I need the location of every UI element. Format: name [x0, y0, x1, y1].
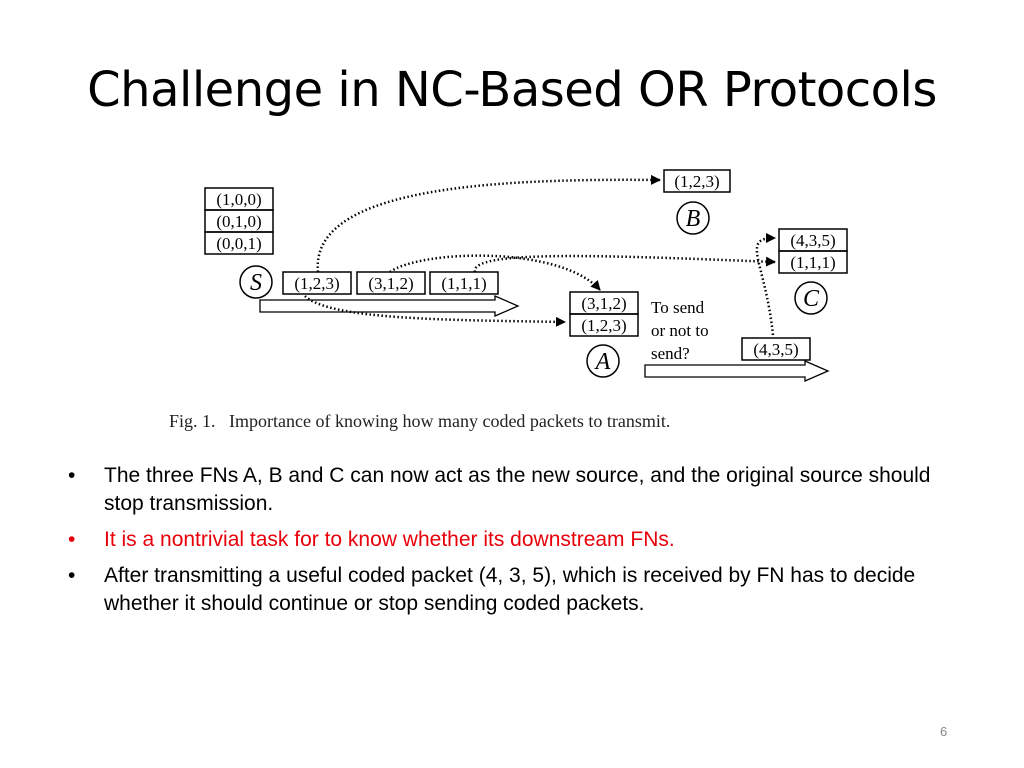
curve-to-a-bottom — [304, 295, 566, 327]
a-sent-packet-label: (4,3,5) — [753, 340, 798, 359]
bullet-text: It is a nontrivial task for to know whet… — [104, 528, 675, 551]
node-c-packet-1: (4,3,5) — [790, 231, 835, 250]
source-transmit-arrow — [259, 295, 520, 317]
node-s-label: S — [250, 270, 262, 296]
sent-packet-3: (1,1,1) — [441, 274, 486, 293]
bullet-item: • After transmitting a useful coded packe… — [68, 562, 968, 618]
curve-to-c — [473, 254, 776, 273]
a-transmit-arrow — [644, 360, 830, 382]
page-number: 6 — [940, 724, 948, 739]
bullet-text: After transmitting a useful coded packet… — [104, 564, 916, 615]
node-b-label: B — [686, 206, 701, 232]
sent-packets-row: (1,2,3) (3,1,2) (1,1,1) — [282, 271, 499, 295]
node-b: (1,2,3) B — [663, 169, 731, 235]
node-c-packet-2: (1,1,1) — [790, 253, 835, 272]
figure-caption: Fig. 1. Importance of knowing how many c… — [169, 411, 670, 431]
node-a-label: A — [594, 349, 611, 375]
bullet-list: • The three FNs A, B and C can now act as… — [68, 462, 968, 626]
bullet-text: The three FNs A, B and C can now act as … — [104, 464, 931, 515]
node-c: (4,3,5) (1,1,1) C — [778, 228, 848, 315]
question-line-3: send? — [651, 344, 690, 363]
source-vector-3: (0,0,1) — [216, 234, 261, 253]
curve-to-b — [316, 174, 661, 273]
sent-packet-1: (1,2,3) — [294, 274, 339, 293]
question-line-2: or not to — [651, 321, 709, 340]
source-vector-stack: (1,0,0) (0,1,0) (0,0,1) — [204, 187, 274, 255]
bullet-dot: • — [68, 528, 76, 551]
curve-a-to-c — [755, 233, 776, 336]
node-a-packet-1: (3,1,2) — [581, 294, 626, 313]
node-b-packet: (1,2,3) — [674, 172, 719, 191]
a-sent-packet: (4,3,5) — [741, 337, 811, 361]
node-a-packet-2: (1,2,3) — [581, 316, 626, 335]
bullet-item: • The three FNs A, B and C can now act as… — [68, 462, 968, 518]
source-vector-2: (0,1,0) — [216, 212, 261, 231]
node-s: S — [239, 265, 273, 299]
sent-packet-2: (3,1,2) — [368, 274, 413, 293]
question-text: To send or not to send? — [651, 298, 709, 363]
source-vector-1: (1,0,0) — [216, 190, 261, 209]
slide-title: Challenge in NC-Based OR Protocols — [87, 62, 937, 118]
bullet-item-highlight: • It is a nontrivial task for to know whe… — [68, 526, 968, 554]
node-a: (3,1,2) (1,2,3) A — [569, 291, 639, 378]
bullet-dot: • — [68, 464, 76, 487]
node-c-label: C — [803, 286, 820, 312]
question-line-1: To send — [651, 298, 705, 317]
bullet-dot: • — [68, 564, 76, 587]
